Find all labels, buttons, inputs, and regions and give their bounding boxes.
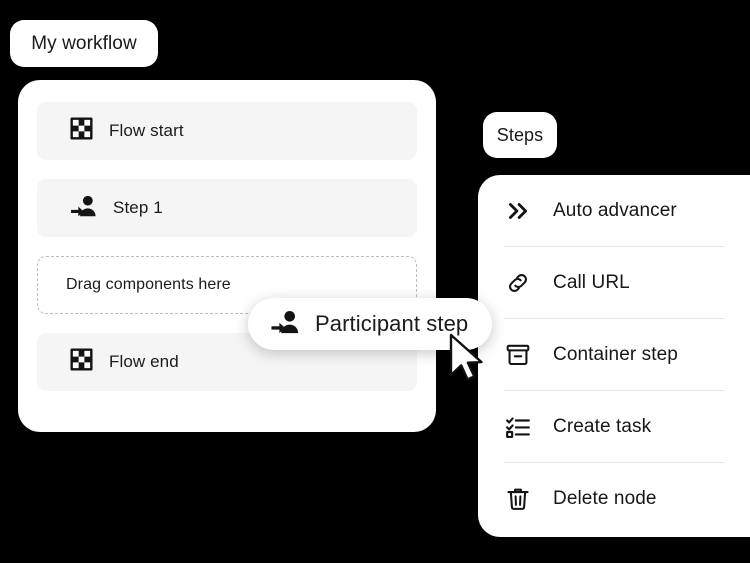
drag-ghost-label: Participant step [315,311,469,336]
archive-box-icon [504,341,531,368]
checklist-icon [504,413,531,440]
checkered-flag-icon [70,117,93,145]
step-item-label: Create task [553,415,652,437]
workflow-row-label: Flow start [109,121,184,140]
link-chain-icon [504,269,531,296]
step-item-container-step[interactable]: Container step [504,319,724,391]
participant-step-icon [70,194,97,222]
workflow-row-label: Step 1 [113,198,163,217]
workflow-title-label: My workflow [31,32,137,54]
steps-panel-title-pill[interactable]: Steps [483,112,557,158]
trash-icon [504,486,531,513]
step-item-label: Call URL [553,271,630,293]
step-item-label: Container step [553,343,678,365]
step-item-call-url[interactable]: Call URL [504,247,724,319]
workflow-title-pill[interactable]: My workflow [10,20,158,67]
double-chevron-right-icon [504,197,531,224]
workflow-row-label: Flow end [109,352,179,371]
participant-step-icon [270,309,300,339]
drop-zone-label: Drag components here [66,276,231,293]
checkered-flag-icon [70,348,93,376]
step-item-delete-node[interactable]: Delete node [504,463,724,535]
workflow-card: Flow start Step 1 Drag components here [18,80,436,432]
step-item-create-task[interactable]: Create task [504,391,724,463]
workflow-row-step-1[interactable]: Step 1 [37,179,417,237]
steps-panel: Auto advancer Call URL Container step [478,175,750,537]
step-item-label: Delete node [553,488,657,509]
drag-ghost-participant-step[interactable]: Participant step [248,298,493,350]
workflow-row-flow-start[interactable]: Flow start [37,102,417,160]
step-item-auto-advancer[interactable]: Auto advancer [504,175,724,247]
steps-panel-title-label: Steps [496,124,544,145]
step-item-label: Auto advancer [553,199,677,221]
